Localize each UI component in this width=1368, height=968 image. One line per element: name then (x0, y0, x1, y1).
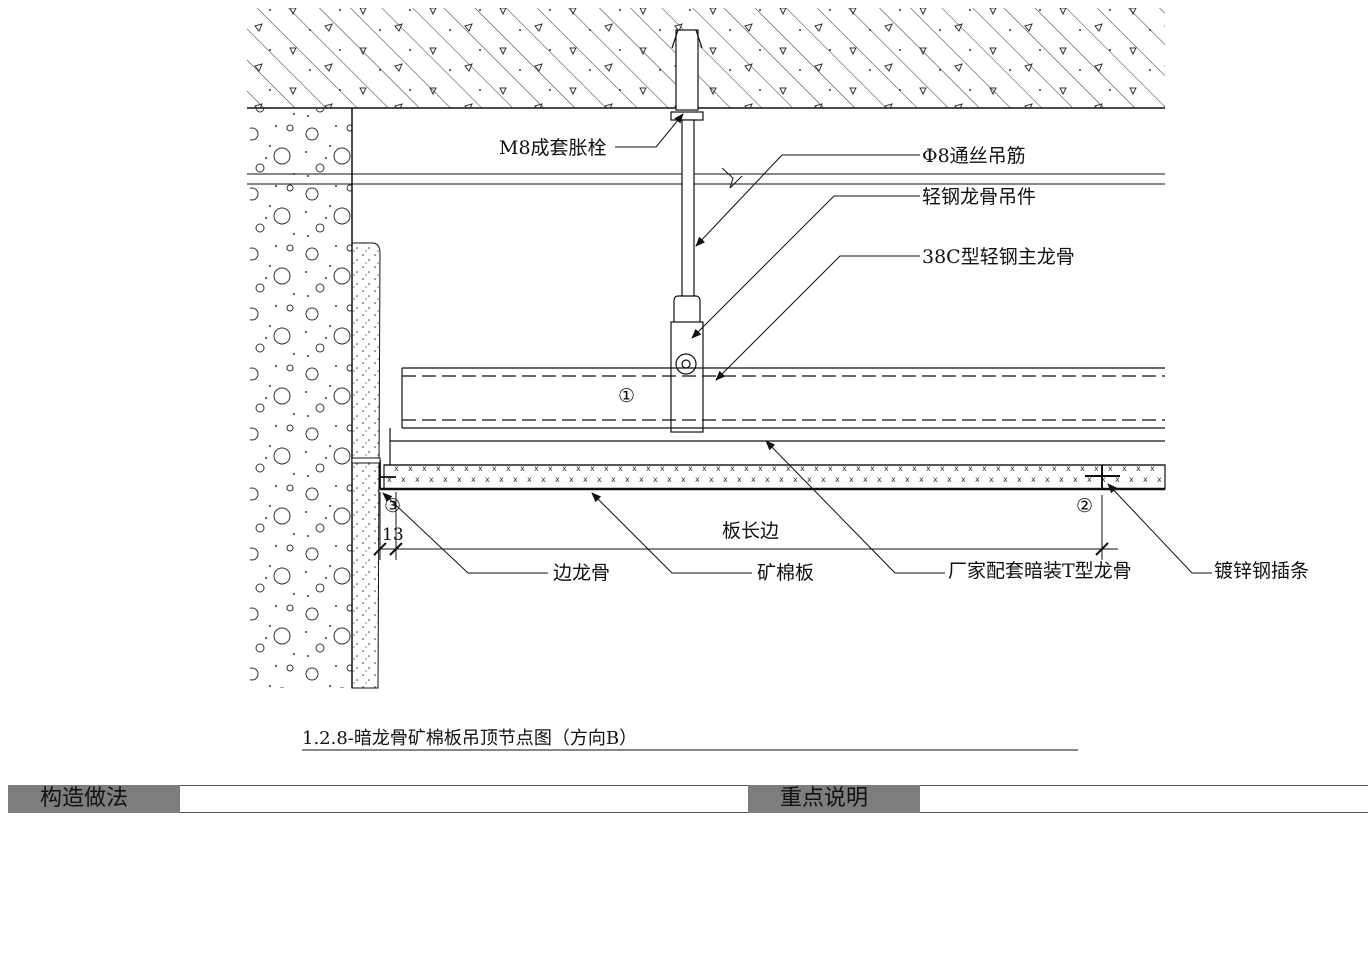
marker-1: ① (618, 385, 635, 407)
masonry-wall (250, 108, 381, 689)
hanger-rod-label: Φ8通丝吊筋 (922, 145, 1026, 167)
drawing-title: 1.2.8-暗龙骨矿棉板吊顶节点图（方向B） (302, 728, 637, 749)
spline-mark (1085, 465, 1120, 489)
key-notes-heading: 重点说明 (748, 785, 920, 813)
t-keel (384, 428, 1165, 466)
t-keel-label: 厂家配套暗装T型龙骨 (948, 560, 1132, 582)
marker-3: ③ (384, 495, 401, 517)
leader-lines (382, 113, 1212, 574)
edge-keel-label: 边龙骨 (553, 562, 610, 584)
hanger-assembly (670, 29, 704, 433)
spline-label: 镀锌钢插条 (1214, 560, 1309, 582)
construction-method-heading: 构造做法 (8, 785, 180, 813)
board-long-edge-label: 板长边 (722, 520, 779, 542)
marker-2: ② (1076, 495, 1093, 517)
main-runner (401, 367, 1165, 429)
break-lines (247, 167, 1165, 189)
mineral-board-label: 矿棉板 (757, 562, 814, 584)
mineral-board (380, 464, 1166, 491)
edge-keel (351, 457, 396, 490)
dimension-lines (373, 492, 1118, 560)
bottom-bar-frame (8, 785, 1368, 813)
anchor-bolt-label: M8成套胀栓 (499, 137, 607, 159)
main-runner-label: 38C型轻钢主龙骨 (922, 246, 1075, 268)
concrete-slab (247, 8, 1165, 109)
hanger-clip-label: 轻钢龙骨吊件 (922, 186, 1036, 208)
dim-13-label: 13 (382, 525, 404, 545)
